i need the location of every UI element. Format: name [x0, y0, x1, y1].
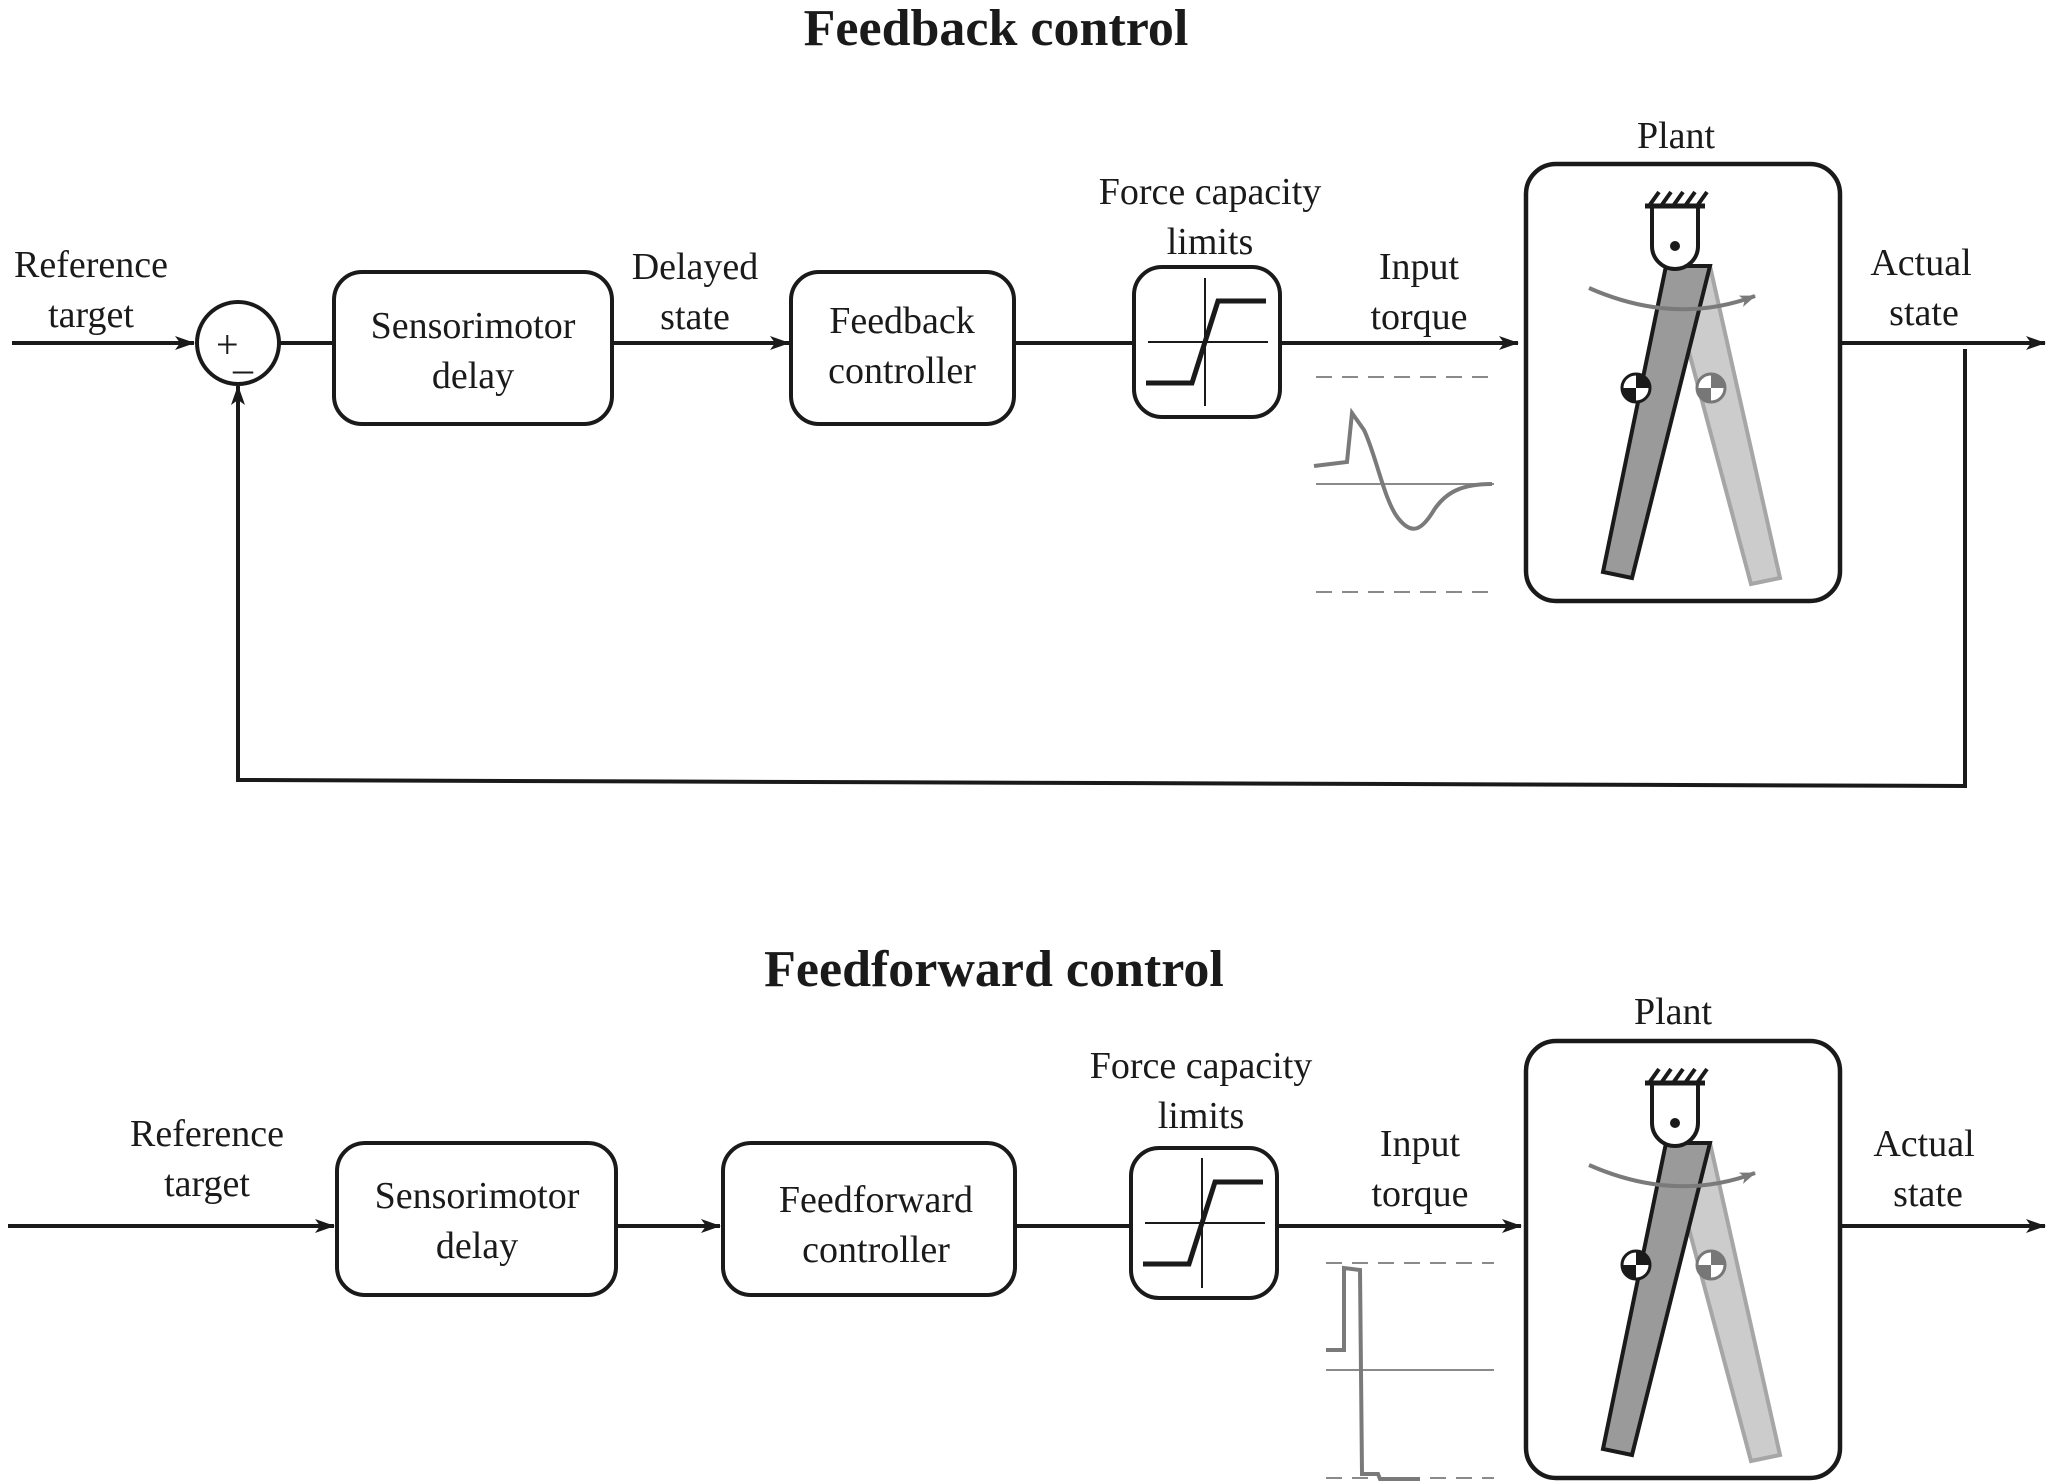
- sum-minus-sign: –: [232, 346, 254, 391]
- fb-torque-waveform: [1313, 407, 1493, 531]
- fb-pendulum-dark: [1600, 264, 1713, 581]
- ff-reference-label-2: target: [164, 1163, 250, 1205]
- ff-pivot: [1670, 1118, 1680, 1128]
- fb-input-label-2: torque: [1370, 296, 1467, 338]
- fb-reference-label-1: Reference: [14, 244, 168, 286]
- ff-sensorimotor-delay-block: [335, 1141, 618, 1297]
- ff-saturation-block: [1129, 1146, 1279, 1300]
- ff-plant-label: Plant: [1634, 991, 1713, 1033]
- ff-ground-hatch: [1647, 1067, 1709, 1085]
- ff-hinge: [1650, 1081, 1700, 1148]
- feedback-section: Feedback control Reference target + – Se…: [12, 0, 2046, 789]
- feedback-title: Feedback control: [804, 0, 1189, 57]
- feedback-loop-path: [231, 349, 1967, 789]
- ff-pendulum-icon: [1588, 1067, 1783, 1464]
- ff-plant-block: [1523, 1038, 1843, 1481]
- fb-ground-hatch: [1647, 190, 1709, 208]
- fb-reference-label-2: target: [48, 294, 134, 336]
- fb-pendulum-icon: [1588, 190, 1783, 587]
- fb-sensorimotor-delay-block: [332, 270, 614, 426]
- fb-plant-label: Plant: [1637, 115, 1716, 157]
- ff-torque-trace: [1326, 1262, 1494, 1481]
- ff-saturation-curve: [1143, 1179, 1263, 1267]
- ff-input-label-1: Input: [1380, 1123, 1461, 1165]
- ff-input-label-2: torque: [1371, 1173, 1468, 1215]
- fb-torque-trace: [1313, 376, 1494, 593]
- ff-actual-label-2: state: [1893, 1173, 1963, 1215]
- sum-plus-sign: +: [216, 322, 239, 367]
- ff-actual-label-1: Actual: [1873, 1123, 1974, 1165]
- fb-saturation-curve: [1146, 298, 1266, 386]
- fb-force-label-1: Force capacity: [1099, 171, 1322, 213]
- ff-force-label-2: limits: [1158, 1095, 1245, 1137]
- fb-force-label-2: limits: [1167, 221, 1254, 263]
- ff-reference-label-1: Reference: [130, 1113, 284, 1155]
- fb-pivot: [1670, 241, 1680, 251]
- fb-actual-label-2: state: [1889, 292, 1959, 334]
- ff-rotation-arrow: [1588, 1163, 1756, 1189]
- feedforward-controller-block: [721, 1141, 1017, 1297]
- feedback-controller-label-2: controller: [828, 350, 976, 392]
- fb-saturation-block: [1132, 265, 1282, 419]
- fb-input-label-1: Input: [1379, 246, 1460, 288]
- fb-plant-block: [1523, 161, 1843, 604]
- feedforward-title: Feedforward control: [764, 941, 1224, 998]
- feedback-controller-block: [789, 270, 1016, 426]
- feedforward-controller-label-1: Feedforward: [779, 1179, 973, 1221]
- fb-delay-label-1: Sensorimotor: [371, 305, 576, 347]
- delayed-state-label-1: Delayed: [632, 246, 759, 288]
- feedback-controller-label-1: Feedback: [829, 300, 975, 342]
- delayed-state-label-2: state: [660, 296, 730, 338]
- ff-pendulum-dark: [1600, 1141, 1713, 1458]
- fb-actual-label-1: Actual: [1870, 242, 1971, 284]
- feedforward-section: Feedforward control Reference target Sen…: [8, 941, 2046, 1481]
- ff-force-label-1: Force capacity: [1090, 1045, 1313, 1087]
- ff-torque-waveform: [1326, 1265, 1420, 1481]
- ff-delay-label-1: Sensorimotor: [375, 1175, 580, 1217]
- ff-delay-label-2: delay: [436, 1225, 518, 1267]
- fb-rotation-arrow: [1588, 286, 1756, 312]
- summing-junction: + –: [195, 300, 281, 391]
- fb-hinge: [1650, 204, 1700, 271]
- feedforward-controller-label-2: controller: [802, 1229, 950, 1271]
- fb-delay-label-2: delay: [432, 355, 514, 397]
